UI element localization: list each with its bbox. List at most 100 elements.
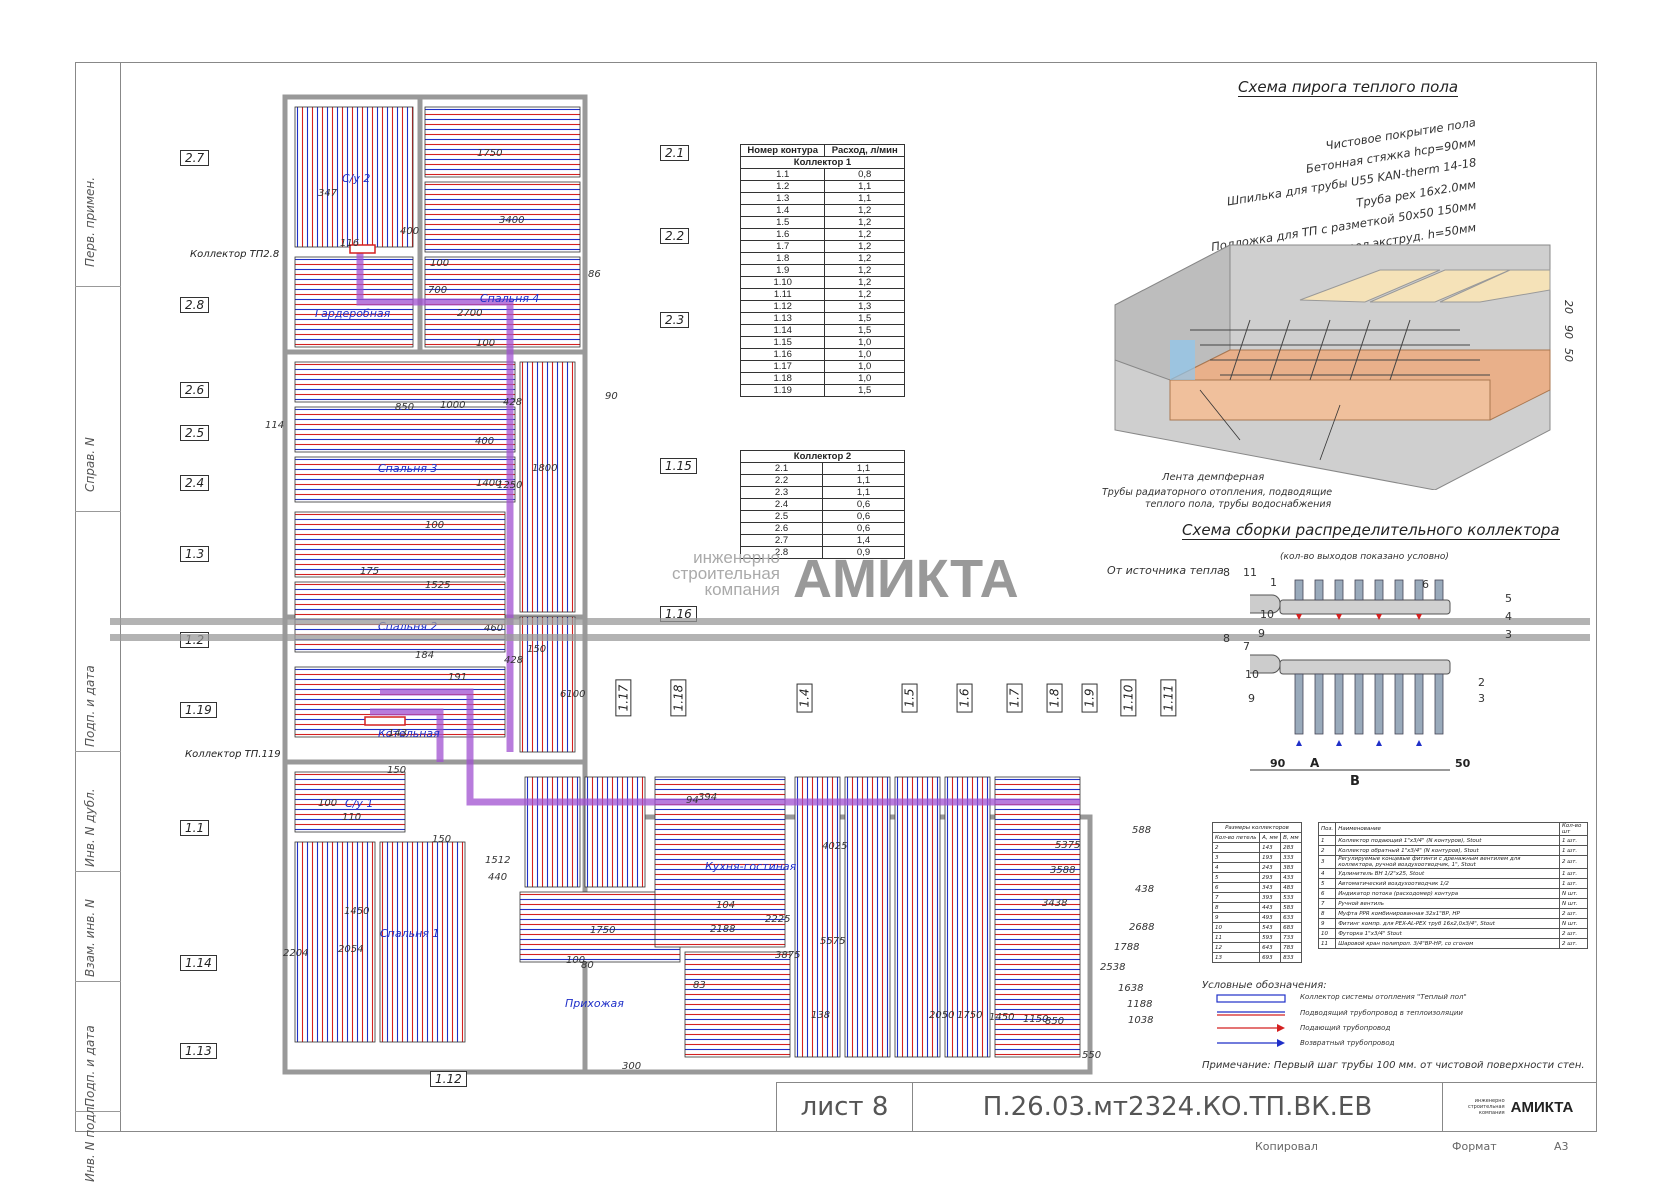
pie-dim-20: 20: [1562, 300, 1575, 314]
stamp-podp-data-1: Подп. и дата: [83, 665, 97, 747]
legend-item-1: Подводящий трубопровод в теплоизоляции: [1300, 1009, 1463, 1017]
circuit-tag-2-8: 2.8: [180, 297, 210, 313]
collector-callout-number: 4: [1505, 610, 1512, 623]
stamp-column: Перв. примен. Справ. N Подп. и дата Инв.…: [75, 62, 121, 1182]
circuit-tag-1-5: 1.5: [901, 683, 918, 713]
circuit-tag-1-13: 1.13: [180, 1043, 217, 1059]
zone-kitchen-3: [844, 776, 891, 1058]
floor-pie-illustration: 20 90 50: [1114, 244, 1575, 490]
room-kitchen: Кухня-гостиная: [705, 860, 797, 873]
stamp-inv-podl: Инв. N подл.: [83, 1102, 97, 1182]
circuit-tag-2-1: 2.1: [660, 145, 690, 161]
stamp-perv-primen: Перв. примен.: [83, 176, 97, 267]
circuit-tag-1-14: 1.14: [180, 955, 217, 971]
room-bedroom1: Спальня 1: [380, 927, 439, 940]
room-kotelnaya: Котельная: [378, 727, 440, 740]
collector-callout-number: 1: [1270, 576, 1277, 589]
circuit-tag-1-11: 1.11: [1160, 679, 1177, 717]
zone-kitchen-4: [894, 776, 941, 1058]
logo: АМИКТА: [1510, 1098, 1574, 1116]
collector-illustration: B A 90 50: [1250, 579, 1471, 789]
circuit-tag-2-5: 2.5: [180, 425, 210, 441]
room-su1: С/у 1: [345, 797, 373, 810]
legend-item-3: Возвратный трубопровод: [1300, 1039, 1395, 1047]
title-block: [776, 1082, 1597, 1132]
zone-su2: [294, 106, 414, 248]
floor-plan: С/у 2 Гардеробная Спальня 4 Спальня 3 Сп…: [185, 94, 1093, 1075]
zone-kitchen-7: [684, 951, 791, 1058]
zone-kitchen-6: [994, 776, 1081, 1058]
collector-callout-number: 10: [1245, 668, 1259, 681]
stamp-podp-data-2: Подп. и дата: [83, 1025, 97, 1107]
room-garderob: Гардеробная: [315, 307, 391, 320]
zone-1-3: [294, 511, 506, 578]
circuit-tag-1-19: 1.19: [180, 702, 217, 718]
room-prihozhaya: Прихожая: [565, 997, 624, 1010]
circuit-tag-2-7: 2.7: [180, 150, 210, 166]
collector-callout-number: 10: [1260, 608, 1274, 621]
collector-callout-number: 11: [1243, 566, 1257, 579]
dim-90: 90: [1270, 757, 1286, 770]
collector-callout-number: 9: [1248, 692, 1255, 705]
tape-label: Лента демпферная: [1162, 472, 1265, 483]
room-bedroom4: Спальня 4: [480, 292, 539, 305]
collector-callout-number: 6: [1422, 578, 1429, 591]
pipes-label-2: теплого пола, трубы водоснабжения: [1145, 499, 1332, 510]
watermark-brand: АМИКТА: [793, 549, 1019, 609]
dim-50: 50: [1455, 757, 1471, 770]
collector-callout-number: 7: [1243, 640, 1250, 653]
legend-title: Условные обозначения:: [1202, 980, 1327, 991]
circuit-tag-2-3: 2.3: [660, 312, 690, 328]
collector-callout-number: 8: [1223, 632, 1230, 645]
circuit-tag-1-18: 1.18: [670, 679, 687, 717]
circuit-tag-1-6: 1.6: [956, 683, 973, 713]
collector-callout-number: 9: [1258, 627, 1265, 640]
circuit-tag-1-1: 1.1: [180, 820, 210, 836]
heat-source-label: От источника тепла: [1107, 564, 1224, 577]
dim-A: A: [1310, 756, 1320, 770]
zone-1-15: [519, 361, 576, 613]
stamp-sprav-n: Справ. N: [83, 437, 97, 492]
legend-item-2: Подающий трубопровод: [1300, 1024, 1391, 1032]
group-header: Коллектор 2: [740, 450, 905, 463]
circuit-tag-1-9: 1.9: [1081, 683, 1098, 713]
zone-1-13: [379, 841, 466, 1043]
